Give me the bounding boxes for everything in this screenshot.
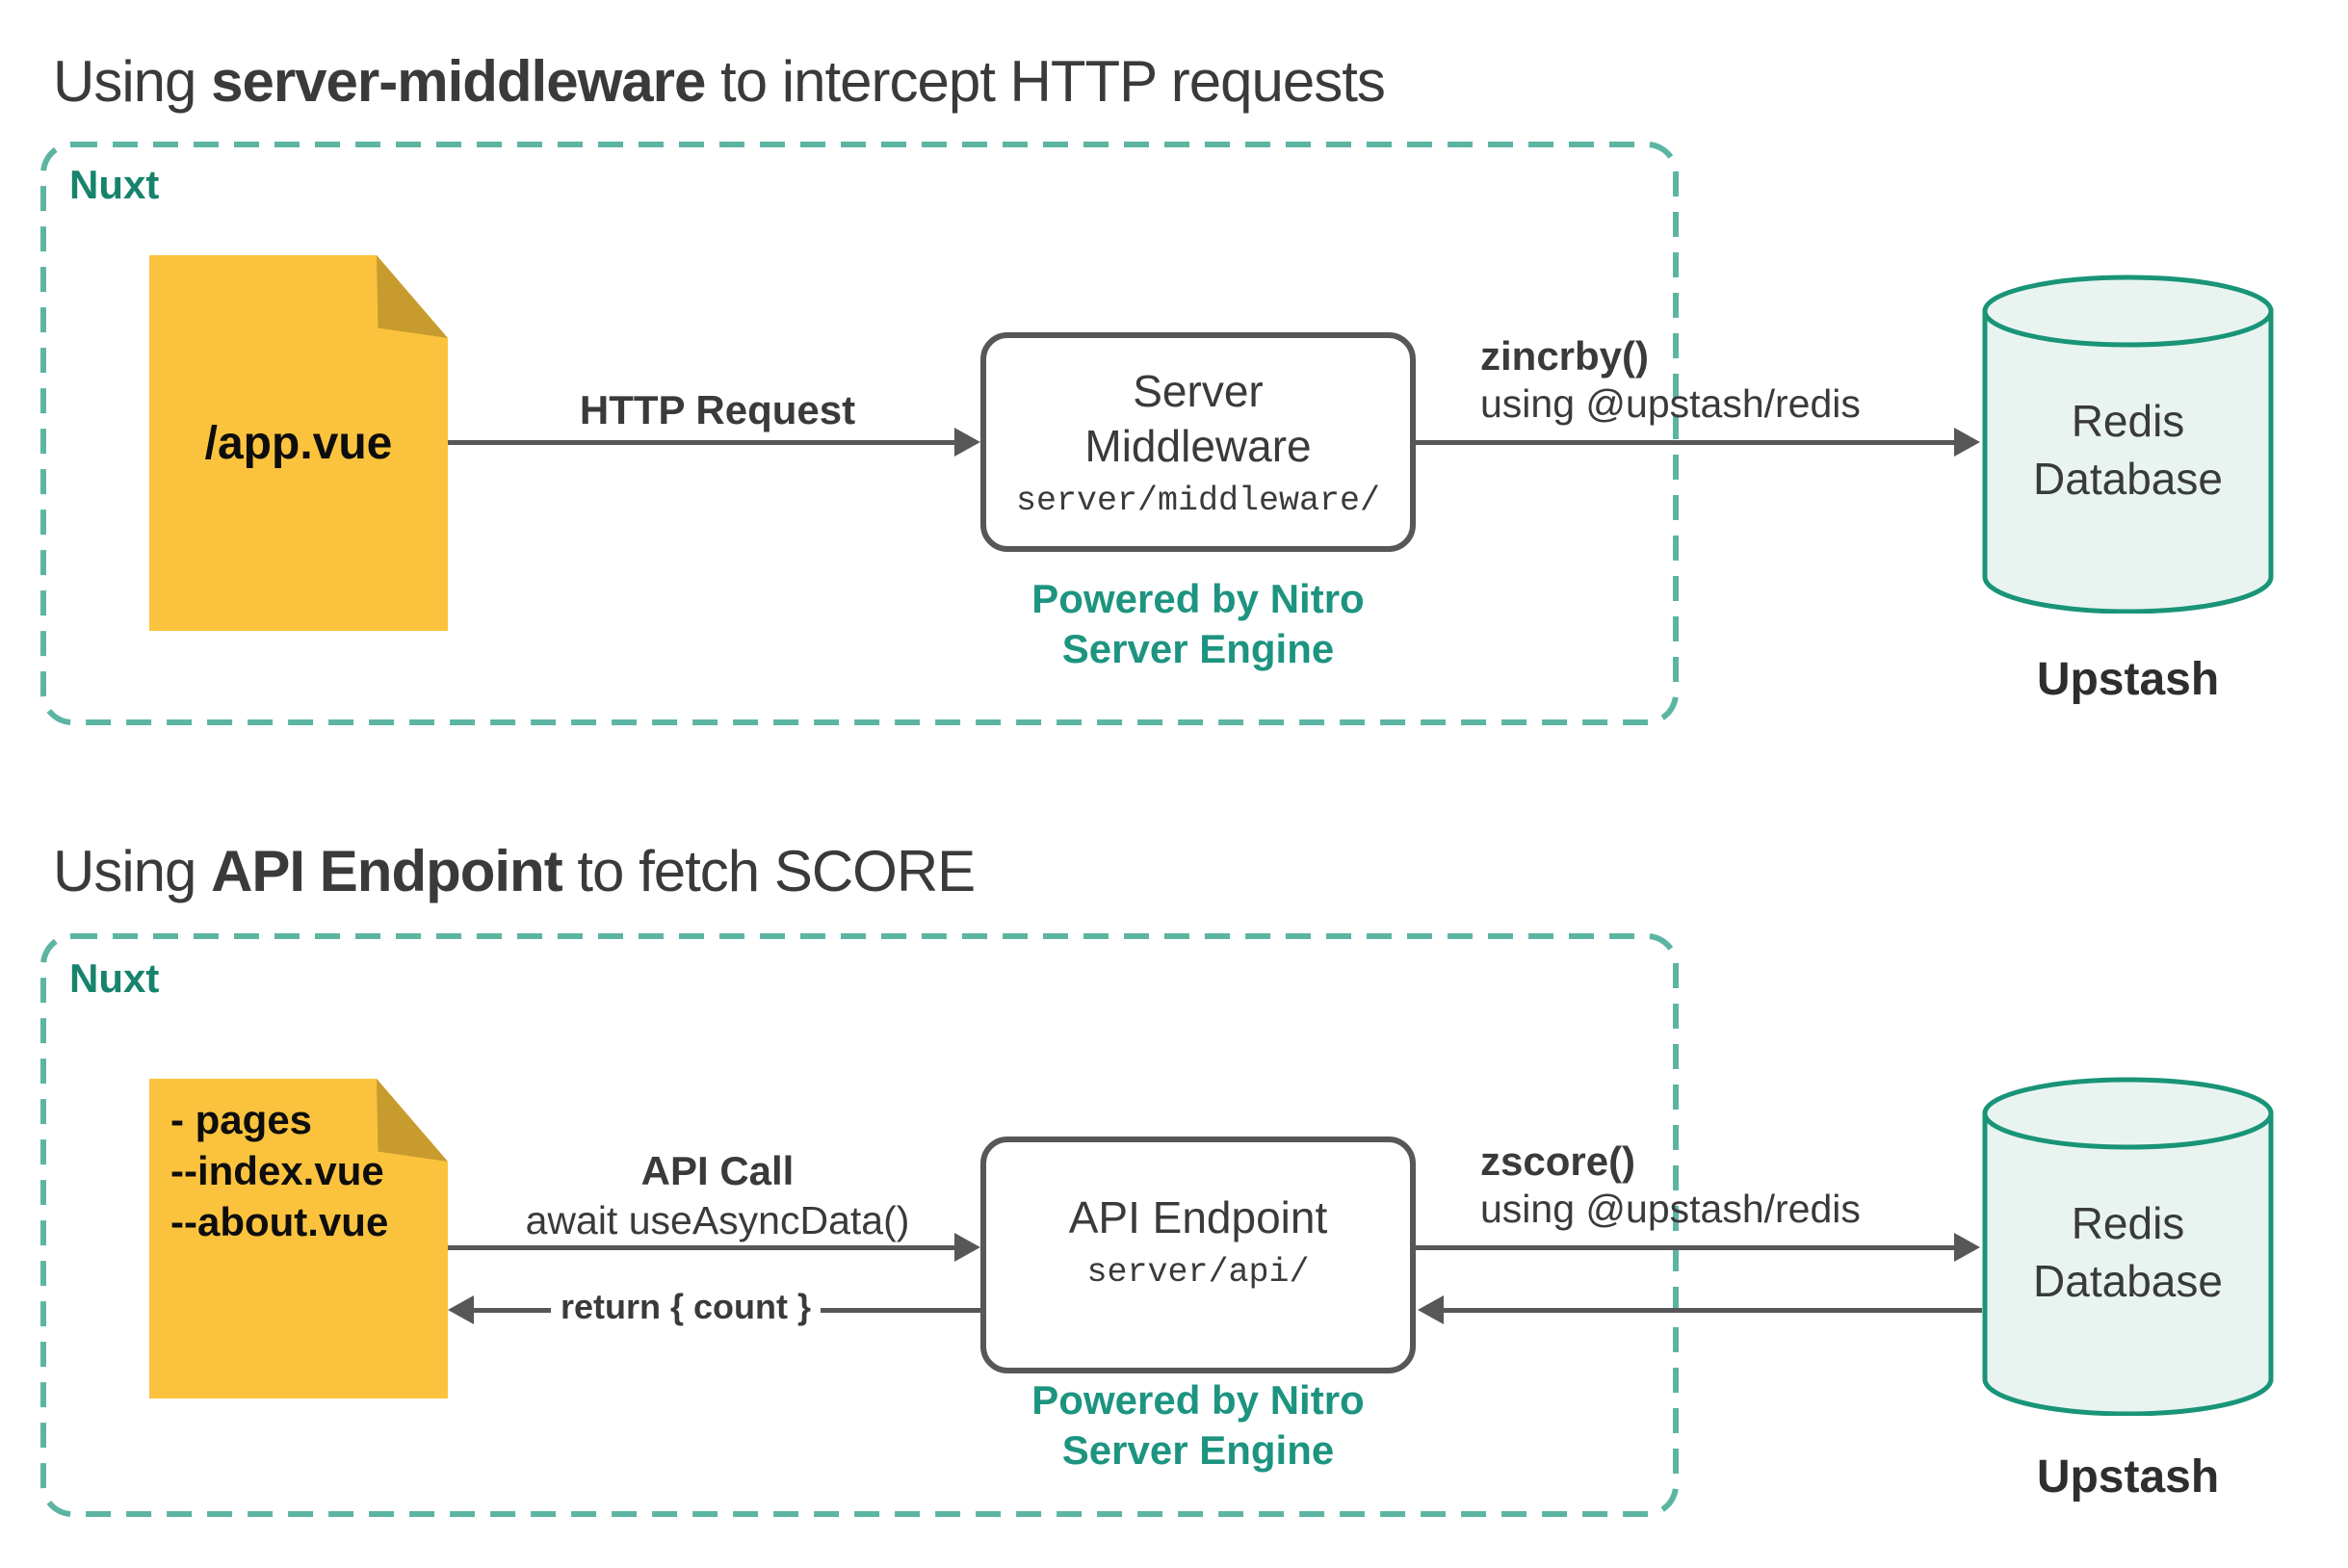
upstash-caption-1: Upstash xyxy=(2036,654,2220,705)
section2-title: Using API Endpoint to fetch SCORE xyxy=(53,839,976,903)
upstash-caption-2: Upstash xyxy=(2036,1451,2220,1503)
pages-file-icon: - pages --index.vue --about.vue xyxy=(149,1079,448,1398)
section1-title: Using server-middleware to intercept HTT… xyxy=(53,49,1386,114)
server-middleware-box: Server Middleware server/middleware/ xyxy=(980,332,1416,552)
database-label-line1: Redis xyxy=(2071,396,2185,446)
server-box-title-line1: API Endpoint xyxy=(1068,1191,1328,1242)
database-label: Redis Database xyxy=(1982,392,2274,508)
arrow-line xyxy=(448,440,957,445)
redis-database-1: Redis Database xyxy=(1982,274,2274,614)
server-box-title-line2: Middleware xyxy=(1084,421,1312,471)
nuxt-label-2: Nuxt xyxy=(69,955,160,1001)
database-cylinder-icon xyxy=(1982,1077,2274,1417)
redis-return-arrow xyxy=(1418,1295,1982,1324)
api-call-arrow xyxy=(448,1233,980,1262)
nitro-caption-line1: Powered by Nitro xyxy=(1031,576,1365,621)
zincrby-arrow xyxy=(1416,428,1980,457)
zincrby-label: zincrby() xyxy=(1480,333,1650,379)
server-box-path: server/middleware/ xyxy=(1015,482,1381,520)
return-count-label: return { count } xyxy=(550,1287,822,1327)
arrow-line xyxy=(448,1245,957,1250)
arrow-line xyxy=(1416,440,1957,445)
section1-title-pre: Using xyxy=(53,49,212,114)
arrowhead-right-icon xyxy=(1954,428,1980,457)
zscore-arrow xyxy=(1416,1233,1980,1262)
zscore-sublabel: using @upstash/redis xyxy=(1480,1187,1861,1231)
http-request-label: HTTP Request xyxy=(579,387,856,432)
arrowhead-left-icon xyxy=(448,1295,474,1324)
arrow-line xyxy=(1441,1308,1982,1313)
database-label-line2: Database xyxy=(2033,1256,2223,1306)
zincrby-sublabel: using @upstash/redis xyxy=(1480,381,1861,426)
arrowhead-right-icon xyxy=(954,428,980,457)
section2-title-pre: Using xyxy=(53,839,212,903)
api-endpoint-box: API Endpoint server/api/ xyxy=(980,1137,1416,1373)
nitro-caption-line1: Powered by Nitro xyxy=(1031,1377,1365,1423)
section2-title-post: to fetch SCORE xyxy=(561,839,976,903)
nitro-caption-2: Powered by Nitro Server Engine xyxy=(948,1375,1448,1476)
api-call-label: API Call xyxy=(640,1148,795,1193)
database-label-line1: Redis xyxy=(2071,1198,2185,1248)
file-tree-line3: --about.vue xyxy=(170,1199,389,1244)
section1-title-post: to intercept HTTP requests xyxy=(705,49,1386,114)
http-request-arrow xyxy=(448,428,980,457)
server-box-path: server/api/ xyxy=(1086,1252,1310,1292)
api-call-sublabel: await useAsyncData() xyxy=(525,1198,910,1242)
zscore-label: zscore() xyxy=(1480,1138,1636,1184)
arrowhead-left-icon xyxy=(1418,1295,1444,1324)
nuxt-label-1: Nuxt xyxy=(69,162,160,207)
file-name-label: /app.vue xyxy=(204,417,393,469)
database-label: Redis Database xyxy=(1982,1194,2274,1310)
nitro-caption-1: Powered by Nitro Server Engine xyxy=(948,574,1448,674)
file-tree-label: - pages --index.vue --about.vue xyxy=(170,1094,388,1247)
section1-title-bold: server-middleware xyxy=(211,49,706,114)
file-tree-line1: - pages xyxy=(170,1097,313,1142)
arrowhead-right-icon xyxy=(954,1233,980,1262)
arrowhead-right-icon xyxy=(1954,1233,1980,1262)
nitro-caption-line2: Server Engine xyxy=(1061,626,1335,671)
app-vue-file-icon: /app.vue xyxy=(149,255,448,631)
server-box-title-line1: Server xyxy=(1133,366,1264,416)
nitro-caption-line2: Server Engine xyxy=(1061,1427,1335,1473)
arrow-line xyxy=(1416,1245,1957,1250)
database-cylinder-icon xyxy=(1982,274,2274,614)
redis-database-2: Redis Database xyxy=(1982,1077,2274,1417)
database-label-line2: Database xyxy=(2033,454,2223,504)
section2-title-bold: API Endpoint xyxy=(211,839,563,903)
file-tree-line2: --index.vue xyxy=(170,1148,384,1193)
